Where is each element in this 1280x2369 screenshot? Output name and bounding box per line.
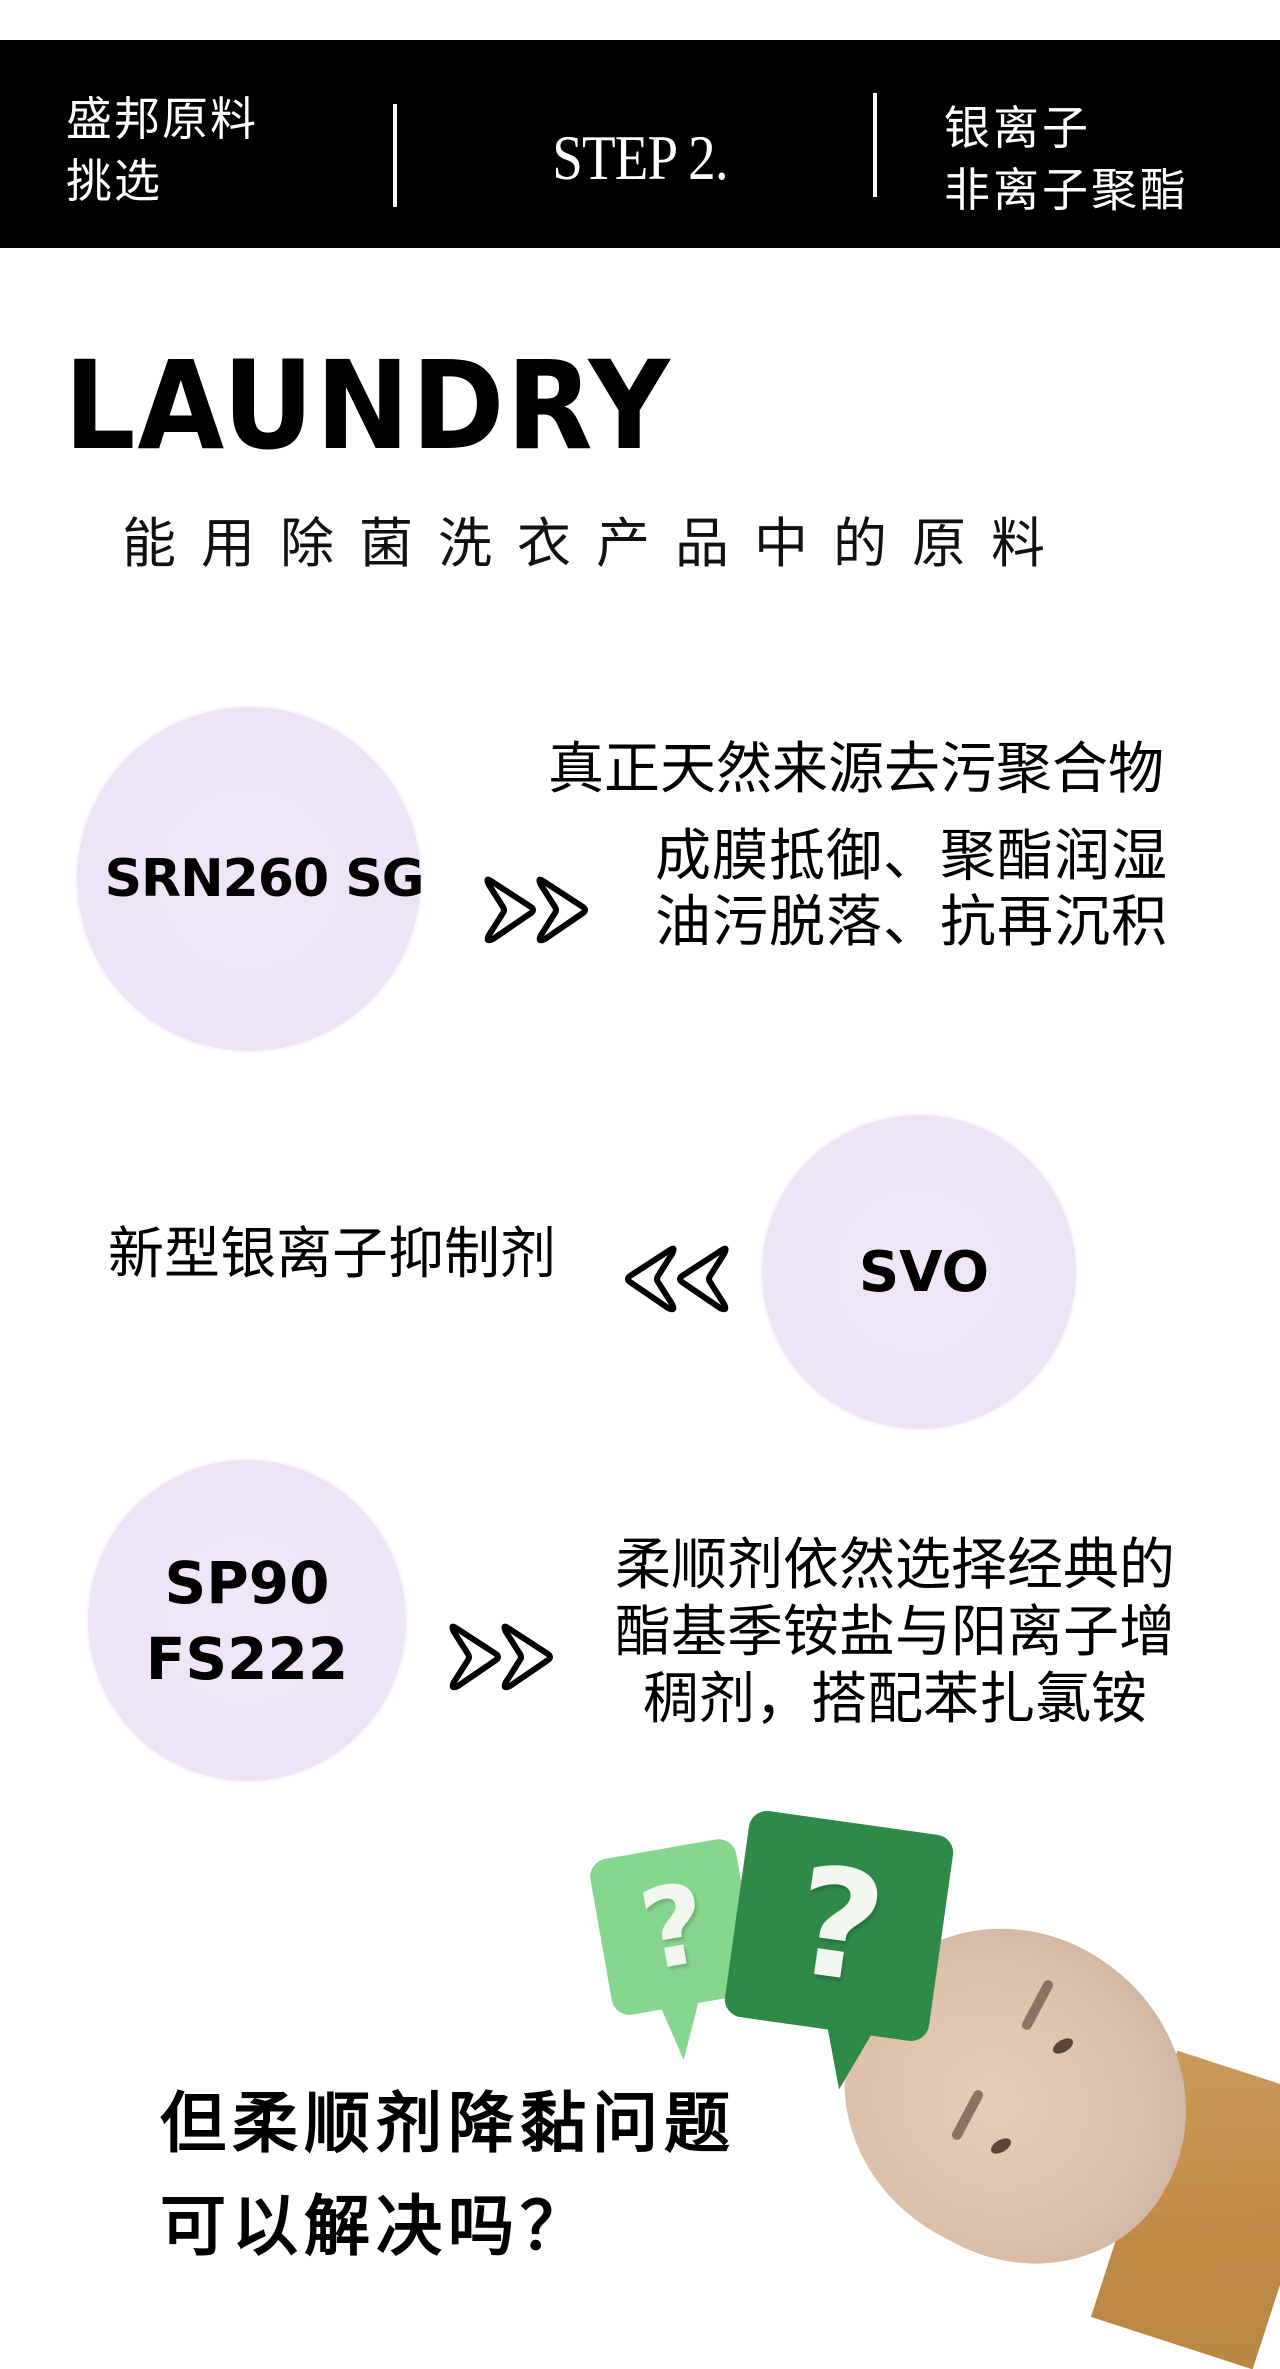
double-chevron-right-icon <box>484 876 588 944</box>
header-right-line-1: 银离子 <box>944 101 1091 155</box>
question-mark-icon: ? <box>783 1833 895 2019</box>
question-mark-icon: ? <box>631 1858 717 1996</box>
header-left-line-1: 盛邦原料 <box>66 92 258 146</box>
item-1-line-1: 成膜抵御、聚酯润湿 <box>655 824 1168 889</box>
ingredient-circle-sp90-fs222: SP90 FS222 <box>86 1458 408 1783</box>
step-label: STEP 2. <box>552 122 728 193</box>
question-line-2: 可以解决吗？ <box>160 2188 592 2265</box>
item-1-line-2: 油污脱落、抗再沉积 <box>655 890 1168 955</box>
item-3-line-3: 稠剂，搭配苯扎氯铵 <box>643 1667 1147 1732</box>
page-subtitle: 能用除菌洗衣产品中的原料 <box>122 512 1070 575</box>
circle-label: SVO <box>858 1239 990 1305</box>
header-divider-left <box>393 104 397 207</box>
header-right-line-2: 非离子聚酯 <box>944 163 1189 217</box>
closing-question: 但柔顺剂降黏问题 可以解决吗？ <box>160 2072 736 2278</box>
question-line-1: 但柔顺剂降黏问题 <box>160 2085 736 2162</box>
double-chevron-left-icon <box>625 1245 729 1313</box>
circle-label: SRN260 SG <box>104 849 425 909</box>
item-2-description: 新型银离子抑制剂 <box>108 1222 556 1287</box>
ingredient-circle-svo: SVO <box>760 1113 1078 1431</box>
page-title: LAUNDRY <box>64 335 672 477</box>
header-right-label: 银离子 非离子聚酯 <box>944 97 1189 221</box>
item-1-heading: 真正天然来源去污聚合物 <box>548 737 1164 802</box>
header-divider-right <box>873 93 877 197</box>
item-3-line-2: 酯基季铵盐与阳离子增 <box>615 1600 1175 1665</box>
header-left-line-2: 挑选 <box>66 154 162 208</box>
item-3-line-1: 柔顺剂依然选择经典的 <box>615 1533 1175 1598</box>
header-left-label: 盛邦原料 挑选 <box>66 88 258 212</box>
item-3-description: 柔顺剂依然选择经典的 酯基季铵盐与阳离子增 稠剂，搭配苯扎氯铵 <box>595 1532 1195 1733</box>
circle-label-line-1: SP90 <box>164 1548 330 1617</box>
circle-label-line-2: FS222 <box>145 1624 349 1693</box>
item-1-description: 成膜抵御、聚酯润湿 油污脱落、抗再沉积 <box>655 824 1168 956</box>
ingredient-circle-srn260sg: SRN260 SG <box>75 705 425 1053</box>
double-chevron-right-icon <box>449 1623 553 1691</box>
question-bubble-dark-icon: ? <box>722 1808 956 2044</box>
header-band <box>0 40 1280 248</box>
